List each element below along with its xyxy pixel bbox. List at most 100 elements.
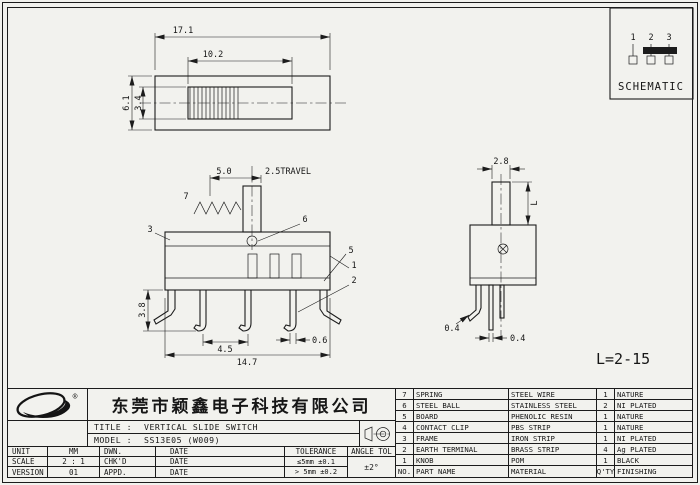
svg-text:6: 6 [302,215,307,225]
part-finish: Ag PLATED [615,444,692,455]
svg-text:5: 5 [348,246,353,256]
part-material: POM [509,455,597,466]
dim-side-pin-width: 0.4 [475,333,525,344]
side-knob-outline [491,181,511,226]
svg-text:1: 1 [351,261,356,271]
length-note: L=2-15 [596,350,650,368]
part-name: CONTACT CLIP [414,422,509,433]
schematic-frame [609,7,694,100]
steel-ball [246,235,258,247]
tolerance-row-2: > 5mm ±0.2 [285,467,348,477]
schematic-title: SCHEMATIC [618,81,684,93]
unit-value: MM [48,447,100,457]
part-name: STEEL BALL [414,400,509,411]
part-finish: NATURE [615,422,692,433]
dim-text: 3.4 [134,95,144,110]
top-view-body-outline [154,75,331,131]
part-qty: 1 [597,455,615,466]
logo-cell: ® [8,389,88,421]
side-body-outline [469,224,537,286]
projection-symbol-icon [364,425,392,442]
part-name: KNOB [414,455,509,466]
tolerance-header: TOLERANCE [285,447,348,457]
registered-mark-icon: ® [72,392,77,401]
part-finish: NI PLATED [615,433,692,444]
part-finish: NATURE [615,389,692,400]
dim-body-width: 14.7 [164,298,331,368]
side-terminal-pin-short [499,284,505,319]
drawing-area: 17.1 10.2 6.1 3.4 1 2 3 [122,7,694,368]
part-qty: 1 [597,422,615,433]
top-view-slot-outline [187,86,293,120]
part-finish: BLACK [615,455,692,466]
title-block-stub [8,421,88,447]
part-material: IRON STRIP [509,433,597,444]
schematic-terminal-2 [646,55,656,65]
part-material: STAINLESS STEEL [509,400,597,411]
svg-text:3: 3 [147,225,152,235]
callout-spring: 7 [183,192,188,202]
part-no: 3 [396,433,414,444]
terminal-pin-1 [193,290,207,332]
dim-text: 0.4 [444,324,459,334]
schematic-terminal-1 [628,55,638,65]
terminal-pin-3 [283,290,297,332]
angle-tol-header: ANGLE TOL [348,447,395,457]
part-qty: 4 [597,444,615,455]
dim-side-leg-width: 0.4 [444,314,470,334]
dim-text: 17.1 [173,26,193,36]
unit-label: UNIT [8,447,48,457]
approved-label: APPD. [100,467,156,477]
checked-label: CHK'D [100,457,156,467]
parts-header-qty: Q'TY [597,466,615,477]
dim-terminal-length: 3.8 [138,289,196,332]
side-steel-ball [497,243,509,255]
contact-clip-2 [269,253,280,279]
part-name: EARTH TERMINAL [414,444,509,455]
dim-text: 0.6 [312,336,327,346]
company-logo: ® [15,392,77,418]
model-row: MODEL : SS13E05 (W009) [88,434,360,447]
part-no: 5 [396,411,414,422]
dim-top-slot-width: 10.2 [187,50,293,84]
spring-zigzag [193,201,242,215]
part-no: 7 [396,389,414,400]
parts-header-no: NO. [396,466,414,477]
model-label: MODEL : [94,435,133,445]
dim-side-knob-length: L [512,181,540,225]
model-number: SS13E05 (W009) [144,435,221,445]
callout-knob: 1 [329,255,357,271]
side-view: 2.8 L 0.4 0.4 [444,157,540,344]
schematic-terminal-3 [664,55,674,65]
dim-pin-pitch: 4.5 [202,334,249,355]
frame-leg-right [319,290,342,325]
dim-text: 0.4 [510,334,525,344]
title-block: ® 东莞市颖鑫电子科技有限公司 TITLE : VERTICAL SLIDE S… [7,388,693,478]
travel-note: 2.5TRAVEL [265,167,311,177]
title-label: TITLE : [94,422,133,432]
dim-knob-span: 5.0 [209,167,262,196]
drawn-date-cell: DATE [156,447,285,457]
part-material: PHENOLIC RESIN [509,411,597,422]
part-material: PBS STRIP [509,422,597,433]
part-qty: 2 [597,400,615,411]
part-name: BOARD [414,411,509,422]
schematic-pin-2-label: 2 [648,33,653,43]
company-name: 东莞市颖鑫电子科技有限公司 [88,389,395,421]
dim-top-slot-height: 3.4 [134,86,186,120]
callout-terminal: 2 [297,276,357,313]
scale-label: SCALE [8,457,48,467]
version-value: 01 [48,467,100,477]
checked-date-cell: DATE [156,457,285,467]
part-qty: 1 [597,389,615,400]
callout-ball: 6 [257,215,308,242]
drawing-title: VERTICAL SLIDE SWITCH [144,422,259,432]
side-frame-leg [467,285,482,322]
dim-text: 10.2 [203,50,223,60]
parts-table: 7 SPRING STEEL WIRE 1 NATURE 6 STEEL BAL… [395,389,692,477]
angle-tol-value: ±2° [364,462,379,472]
callout-board: 5 [323,246,354,282]
drawing-title-row: TITLE : VERTICAL SLIDE SWITCH [88,421,360,434]
scale-value: 2 : 1 [48,457,100,467]
